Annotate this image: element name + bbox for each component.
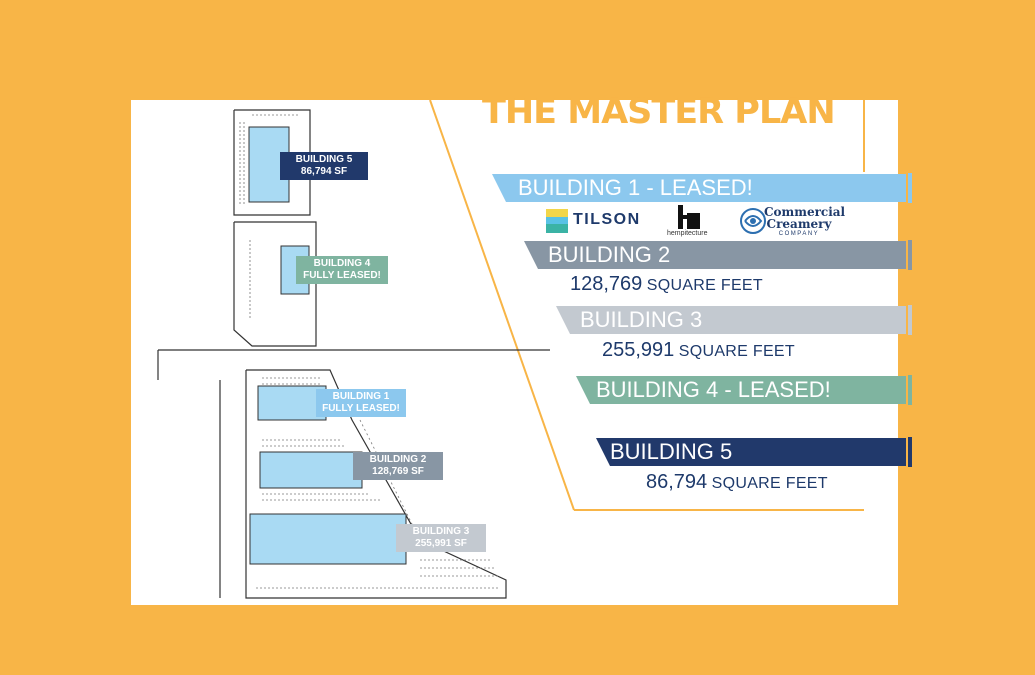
band-building-1-label: BUILDING 1 - LEASED! xyxy=(518,175,753,200)
site-label-line2: FULLY LEASED! xyxy=(303,270,381,281)
building-5-area-number: 86,794 xyxy=(646,471,708,493)
site-label-building-2: BUILDING 2 128,769 SF xyxy=(353,452,443,480)
band-building-3-tail xyxy=(908,305,912,335)
site-label-building-4: BUILDING 4 FULLY LEASED! xyxy=(296,256,388,284)
site-label-line1: BUILDING 3 xyxy=(412,526,470,537)
site-outlines xyxy=(157,109,550,599)
site-label-line2: 255,991 SF xyxy=(415,538,467,549)
building-2-area-number: 128,769 xyxy=(570,273,643,295)
building-footprints xyxy=(248,126,407,565)
tenant-tilson: TILSON xyxy=(546,208,639,234)
building-3-footprint xyxy=(249,513,407,565)
band-building-3-label: BUILDING 3 xyxy=(580,307,703,332)
building-3-area-number: 255,991 xyxy=(602,339,675,361)
band-building-5: BUILDING 5 xyxy=(596,438,906,466)
band-building-2-label: BUILDING 2 xyxy=(548,242,671,267)
band-building-1-tail xyxy=(908,173,912,203)
creamery-swirl-icon xyxy=(740,208,766,234)
band-building-3: BUILDING 3 xyxy=(556,306,906,334)
site-label-line1: BUILDING 1 xyxy=(332,391,390,402)
tenant-commercial-creamery: Commercial Creamery COMPANY xyxy=(740,205,846,238)
building-2-footprint xyxy=(259,451,363,489)
hempitecture-logo-icon xyxy=(678,205,700,229)
site-label-line2: 86,794 SF xyxy=(300,166,348,177)
tenant-hempitecture-name: hempitecture xyxy=(667,230,708,237)
site-label-line2: 128,769 SF xyxy=(372,466,424,477)
building-2-area: 128,769 SQUARE FEET xyxy=(570,273,763,296)
tilson-logo-icon xyxy=(546,209,568,233)
building-5-area-unit: SQUARE FEET xyxy=(711,475,828,492)
parking-stripes xyxy=(239,114,500,589)
tenant-creamery-name: Commercial Creamery xyxy=(764,205,846,231)
building-2-area-unit: SQUARE FEET xyxy=(646,277,763,294)
building-3-area: 255,991 SQUARE FEET xyxy=(602,339,795,362)
site-label-building-3: BUILDING 3 255,991 SF xyxy=(396,524,486,552)
band-building-4-label: BUILDING 4 - LEASED! xyxy=(596,377,831,402)
band-building-2-tail xyxy=(908,240,912,270)
site-label-line1: BUILDING 5 xyxy=(295,154,353,165)
site-label-line2: FULLY LEASED! xyxy=(322,403,400,414)
divider-line-diagonal xyxy=(429,99,575,511)
page-title: THE MASTER PLAN xyxy=(482,92,836,132)
band-building-2: BUILDING 2 xyxy=(524,241,906,269)
band-building-5-tail xyxy=(908,437,912,467)
band-building-4-tail xyxy=(908,375,912,405)
building-3-area-unit: SQUARE FEET xyxy=(678,343,795,360)
band-building-4: BUILDING 4 - LEASED! xyxy=(576,376,906,404)
tenant-tilson-name: TILSON xyxy=(573,211,641,228)
band-building-1: BUILDING 1 - LEASED! xyxy=(492,174,906,202)
site-label-line1: BUILDING 4 xyxy=(313,258,371,269)
band-building-5-label: BUILDING 5 xyxy=(610,439,733,464)
site-label-line1: BUILDING 2 xyxy=(369,454,427,465)
tenant-creamery-sub: COMPANY xyxy=(778,231,820,237)
site-label-building-1: BUILDING 1 FULLY LEASED! xyxy=(316,389,406,417)
site-label-building-5: BUILDING 5 86,794 SF xyxy=(280,152,368,180)
building-5-area: 86,794 SQUARE FEET xyxy=(646,471,828,494)
tenant-hempitecture: hempitecture xyxy=(664,205,714,239)
